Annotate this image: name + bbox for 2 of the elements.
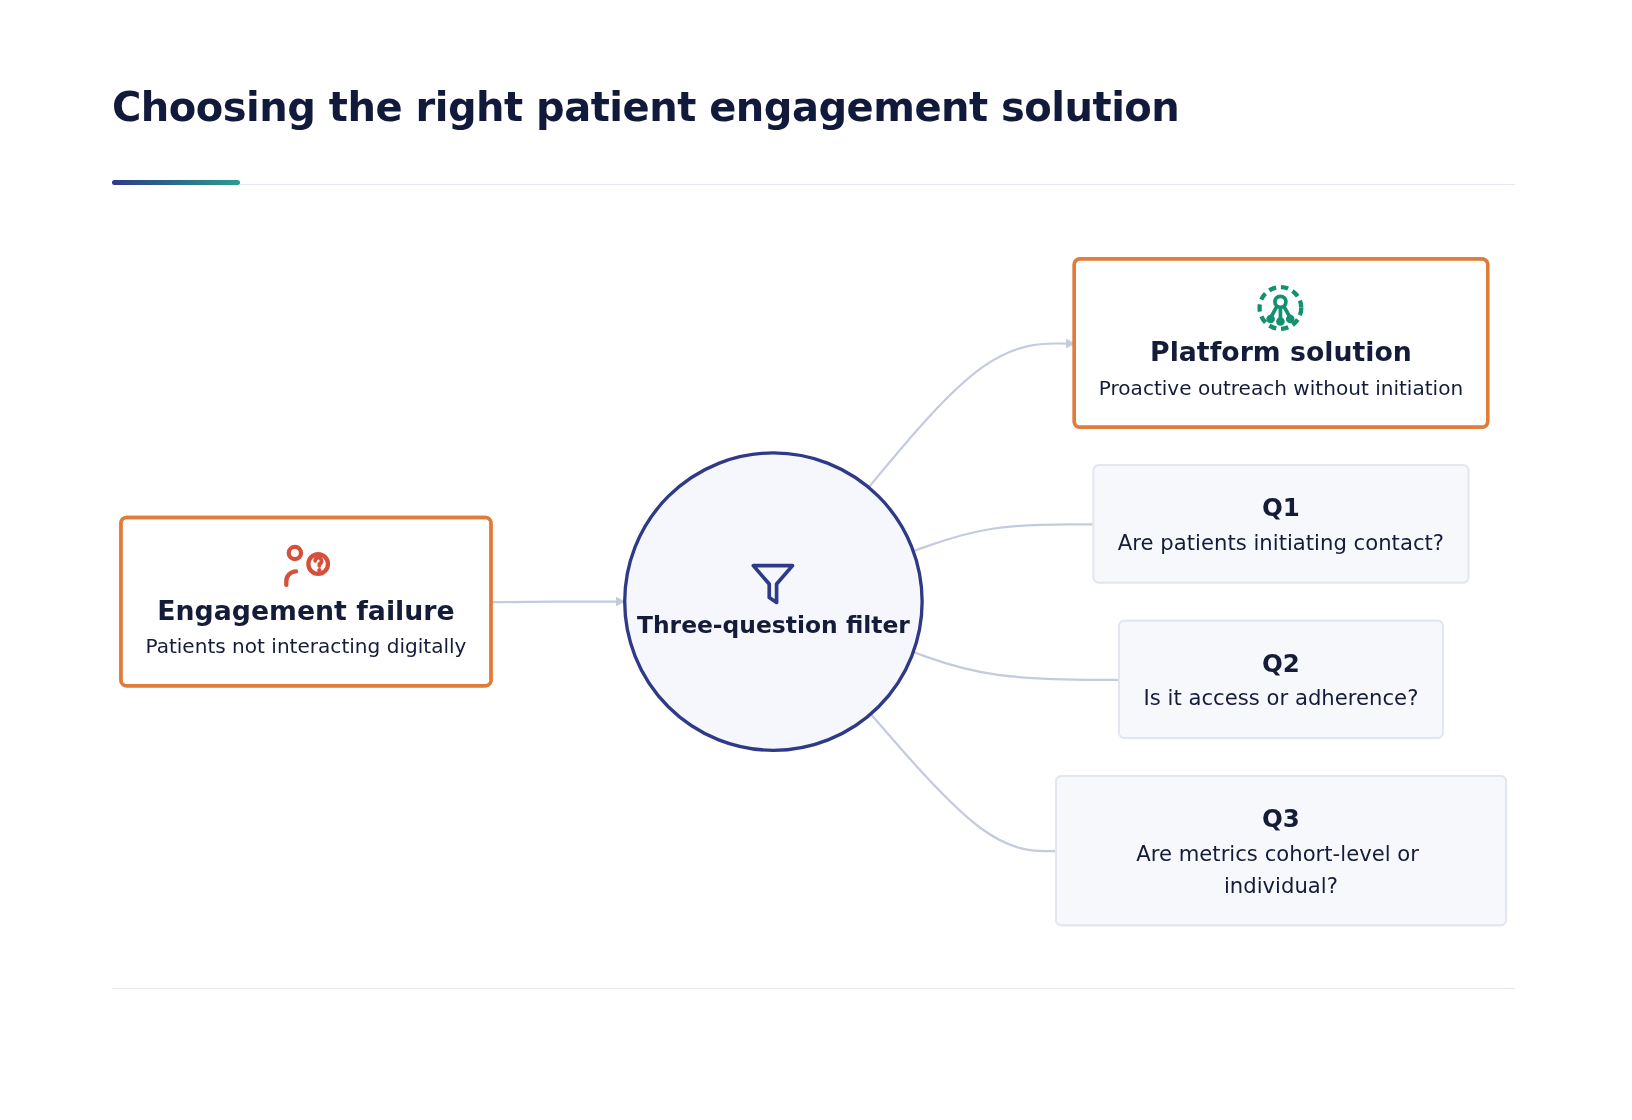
node-circle: Three-question filter [623,451,924,752]
title: Choosing the right patient engagement solution [112,84,1180,130]
